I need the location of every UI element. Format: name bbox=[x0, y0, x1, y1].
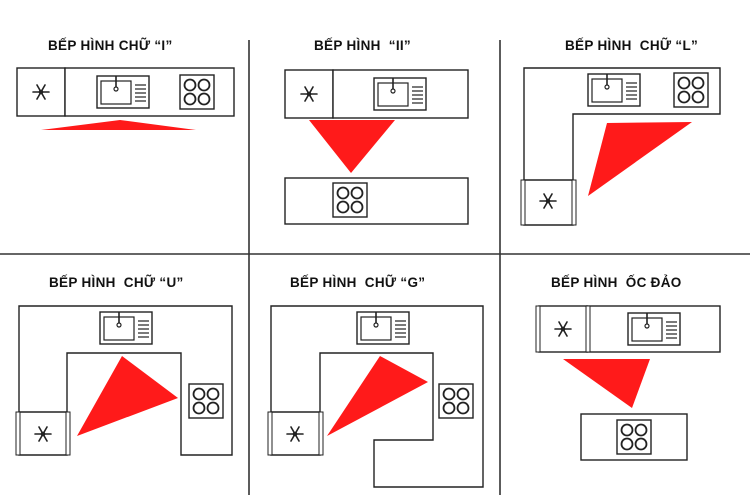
stove-hob-icon bbox=[332, 182, 368, 218]
layout-g-shape bbox=[267, 305, 484, 488]
sink-icon bbox=[356, 311, 410, 345]
sink-icon bbox=[587, 73, 641, 107]
stove-hob-icon bbox=[673, 72, 709, 108]
title-g-shape: BẾP HÌNH CHỮ “G” bbox=[290, 275, 426, 290]
layout-l-shape bbox=[520, 67, 721, 226]
title-u-shape: BẾP HÌNH CHỮ “U” bbox=[49, 275, 184, 290]
work-triangle bbox=[327, 356, 428, 436]
sink-icon bbox=[627, 312, 681, 346]
sink-icon bbox=[99, 311, 153, 345]
sink-icon bbox=[373, 77, 427, 111]
stove-hob-icon bbox=[438, 383, 474, 419]
stove-hob-icon bbox=[188, 383, 224, 419]
title-l-shape: BẾP HÌNH CHỮ “L” bbox=[565, 38, 699, 53]
work-triangle bbox=[41, 120, 196, 130]
stove-hob-icon bbox=[616, 419, 652, 455]
layout-island bbox=[535, 305, 721, 461]
title-island: BẾP HÌNH ỐC ĐẢO bbox=[551, 275, 682, 290]
title-i-shape: BẾP HÌNH CHỮ “I” bbox=[48, 38, 173, 53]
panel-dividers bbox=[0, 40, 750, 495]
layout-i-shape bbox=[16, 67, 235, 130]
work-triangle bbox=[77, 356, 178, 436]
work-triangle bbox=[563, 359, 650, 408]
sink-icon bbox=[96, 75, 150, 109]
title-ii-shape: BẾP HÌNH “II” bbox=[314, 38, 411, 53]
layout-u-shape bbox=[15, 305, 233, 456]
stove-hob-icon bbox=[179, 74, 215, 110]
layout-ii-shape bbox=[284, 69, 469, 225]
work-triangle bbox=[309, 120, 395, 173]
work-triangle bbox=[588, 122, 692, 196]
